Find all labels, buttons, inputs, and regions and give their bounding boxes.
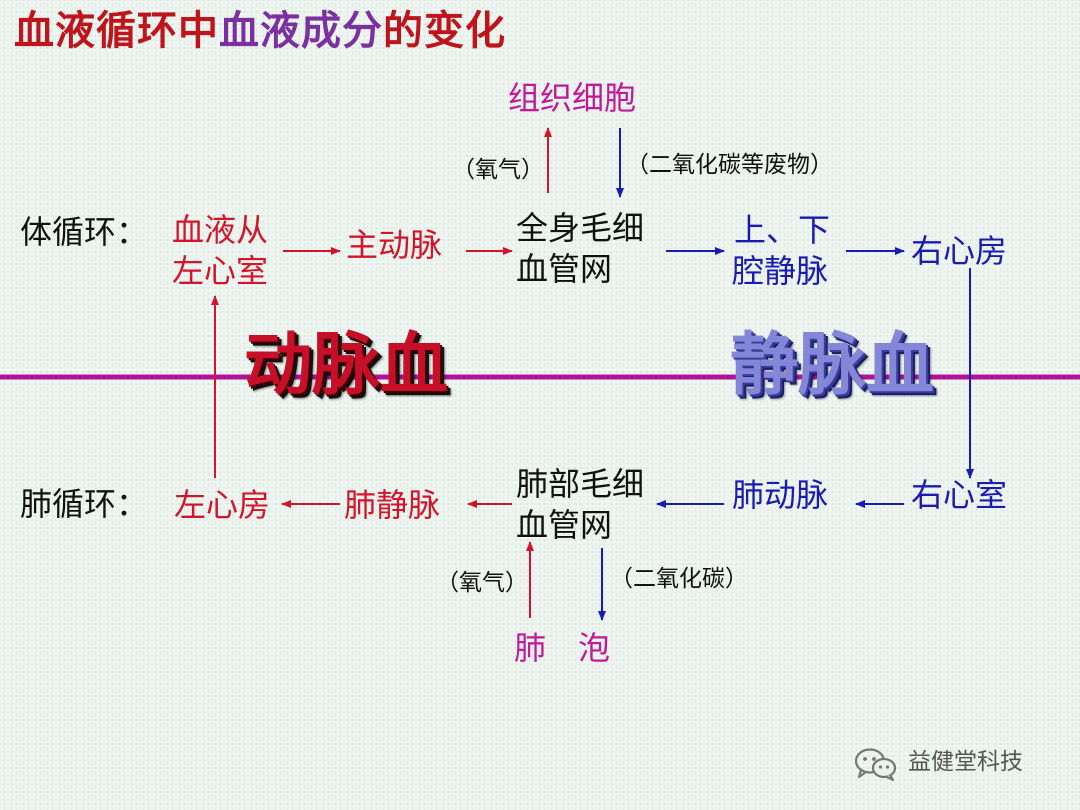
node-systemic-capillary-line-2: 血管网	[516, 249, 613, 288]
label-systemic-waste: （二氧化碳等废物）	[626, 152, 833, 178]
node-tissue-cells: 组织细胞	[508, 79, 637, 117]
node-pulmonary-capillary-line-2: 血管网	[516, 505, 613, 544]
arterial-blood-label: 动脉血	[244, 325, 449, 405]
label-pulmonary-co2: （二氧化碳）	[610, 566, 748, 592]
node-pulmonary-capillary: 肺部毛细 血管网	[516, 464, 644, 546]
node-pulmonary-vein: 肺静脉	[344, 486, 441, 524]
node-systemic-capillary: 全身毛细 血管网	[516, 208, 644, 290]
wechat-icon	[854, 748, 897, 782]
node-pulmonary-capillary-line-1: 肺部毛细	[516, 465, 645, 503]
node-pulmonary-artery: 肺动脉	[732, 476, 829, 514]
systemic-label: 体循环：	[20, 213, 149, 251]
title-part-2: 血液成分	[219, 8, 383, 54]
node-vena-cava: 上、下 腔静脉	[732, 210, 830, 292]
label-systemic-oxygen: （氧气）	[452, 157, 544, 183]
node-right-atrium: 右心房	[911, 232, 1008, 270]
node-aorta: 主动脉	[346, 226, 443, 264]
watermark-text: 益健堂科技	[908, 749, 1023, 775]
node-left-atrium: 左心房	[174, 486, 271, 524]
title-part-3: 的变化	[383, 8, 506, 54]
node-vena-cava-line-1: 上、下	[734, 211, 831, 249]
label-pulmonary-oxygen: （氧气）	[436, 570, 528, 596]
node-left-ventricle-line-2: 左心室	[172, 251, 269, 290]
title-part-1: 血液循环中	[14, 8, 219, 54]
node-vena-cava-line-2: 腔静脉	[732, 251, 829, 290]
page-title: 血液循环中血液成分的变化	[14, 10, 506, 52]
node-left-ventricle-line-1: 血液从	[172, 211, 269, 249]
node-right-ventricle: 右心室	[911, 476, 1008, 514]
venous-blood-label: 静脉血	[730, 325, 935, 405]
node-alveolus: 肺 泡	[514, 629, 611, 667]
pulmonary-label: 肺循环：	[20, 485, 149, 523]
node-systemic-capillary-line-1: 全身毛细	[516, 209, 645, 247]
node-left-ventricle: 血液从 左心室	[172, 210, 268, 292]
